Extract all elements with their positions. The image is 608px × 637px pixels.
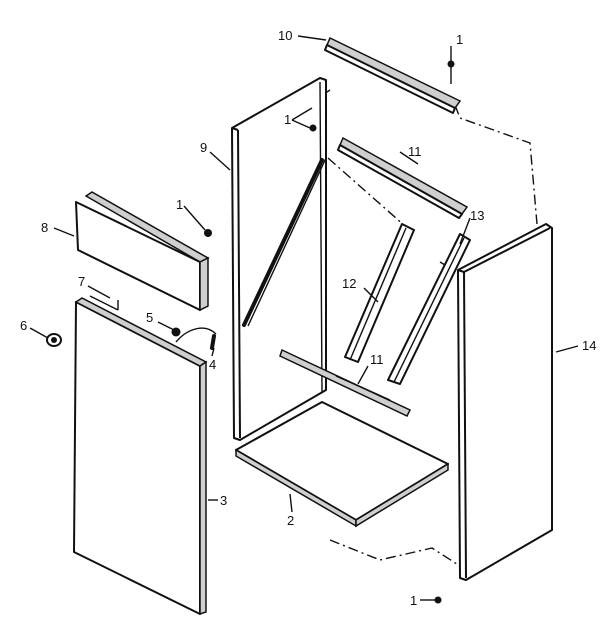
screw-top-frame	[309, 124, 317, 132]
label-2: 2	[287, 513, 294, 528]
part-4-clip	[175, 327, 217, 350]
label-11-lower: 11	[370, 352, 384, 367]
part-11-upper-rail	[337, 136, 469, 219]
part-3-lower-front-panel	[73, 297, 208, 616]
label-12: 12	[342, 276, 356, 291]
label-1-bottom: 1	[410, 593, 417, 608]
label-10: 10	[278, 28, 292, 43]
label-7: 7	[78, 274, 85, 289]
part-2-base-plate	[235, 401, 449, 528]
screw-top-right	[447, 60, 455, 68]
part-7-edge-strip	[89, 295, 119, 311]
label-14: 14	[582, 338, 596, 353]
part-10-top-rail	[324, 36, 462, 114]
leader-lines	[29, 35, 579, 601]
label-9: 9	[200, 140, 207, 155]
part-13-side-brace	[387, 233, 471, 385]
part-labels: 10 1 1 9 11 1 8 13 12 7 5 6 4 11 14 3 2 …	[20, 28, 596, 608]
screw-upper-panel	[204, 229, 212, 237]
label-1-panel: 1	[176, 197, 183, 212]
label-3: 3	[220, 493, 227, 508]
part-14-side-panel	[457, 223, 553, 581]
label-8: 8	[41, 220, 48, 235]
part-11-lower-bracket	[335, 375, 391, 401]
screws	[46, 60, 455, 604]
label-5: 5	[146, 310, 153, 325]
part-12-back-brace	[344, 223, 415, 363]
part-6-knob	[46, 333, 62, 347]
label-4: 4	[209, 357, 216, 372]
screw-bottom	[434, 596, 442, 604]
label-11-upper: 11	[408, 144, 422, 159]
label-6: 6	[20, 318, 27, 333]
label-1-top: 1	[456, 32, 463, 47]
part-9-rear-frame-panel	[231, 77, 412, 441]
label-13: 13	[470, 208, 484, 223]
part-8-upper-front-panel	[75, 191, 210, 312]
label-1-frame: 1	[284, 112, 291, 127]
